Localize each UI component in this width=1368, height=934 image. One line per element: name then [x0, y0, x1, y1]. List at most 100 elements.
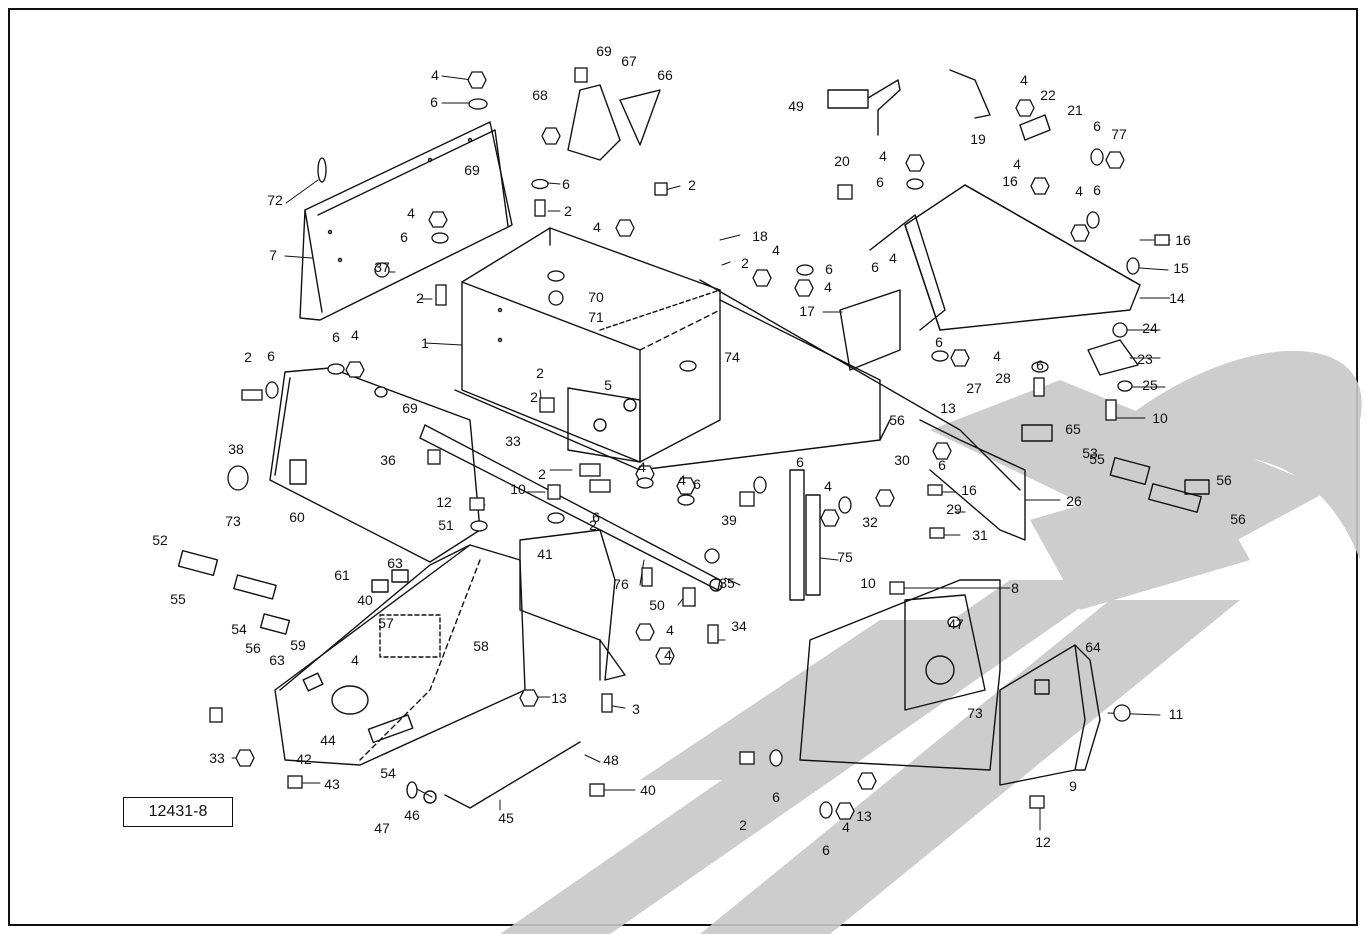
- nut-icon: [1105, 151, 1125, 169]
- part-callout-label: 3: [632, 701, 640, 717]
- part-callout-label: 68: [532, 87, 548, 103]
- part-callout-label: 59: [290, 637, 306, 653]
- part-callout-label: 61: [334, 567, 350, 583]
- washer-icon: [317, 157, 327, 183]
- part-callout-label: 16: [1175, 232, 1191, 248]
- bolt-icon: [579, 463, 601, 477]
- washer-icon: [1086, 211, 1100, 229]
- part-callout-label: 1: [421, 335, 429, 351]
- nut-icon: [1030, 177, 1050, 195]
- bolt-icon: [837, 184, 853, 200]
- part-callout-label: 33: [209, 750, 225, 766]
- part-callout-label: 13: [856, 808, 872, 824]
- part-callout-label: 6: [430, 94, 438, 110]
- part-callout-label: 2: [564, 203, 572, 219]
- part-callout-label: 35: [719, 575, 735, 591]
- washer-icon: [1090, 148, 1104, 166]
- part-callout-label: 4: [889, 250, 897, 266]
- part-callout-label: 10: [860, 575, 876, 591]
- washer-icon: [1031, 361, 1049, 373]
- part-1-main-frame: [454, 227, 1021, 491]
- bolt-icon: [589, 479, 611, 493]
- washer-icon: [468, 98, 488, 110]
- part-callout-label: 2: [741, 255, 749, 271]
- bolt-icon: [241, 389, 263, 401]
- part-callout-label: 52: [152, 532, 168, 548]
- part-callout-label: 30: [894, 452, 910, 468]
- part-callout-label: 19: [970, 131, 986, 147]
- part-callout-label: 25: [1142, 377, 1158, 393]
- part-callout-label: 8: [1011, 580, 1019, 596]
- part-5-cover-plate: [567, 387, 641, 463]
- part-callout-label: 6: [935, 334, 943, 350]
- part-callout-label: 40: [640, 782, 656, 798]
- part-callout-label: 12: [436, 494, 452, 510]
- bolt-icon: [427, 449, 441, 465]
- washer-icon: [838, 496, 852, 514]
- part-callout-label: 54: [231, 621, 247, 637]
- washer-icon: [265, 381, 279, 399]
- washer-icon: [906, 178, 924, 190]
- nut-icon: [541, 127, 561, 145]
- part-callout-label: 4: [1020, 72, 1028, 88]
- washer-icon: [470, 520, 488, 532]
- bolt-icon: [1029, 795, 1045, 809]
- part-callout-label: 28: [995, 370, 1011, 386]
- nut-icon: [615, 219, 635, 237]
- part-callout-label: 2: [536, 365, 544, 381]
- nut-icon: [820, 509, 840, 527]
- bolt-icon: [654, 182, 668, 196]
- part-callout-label: 21: [1067, 102, 1083, 118]
- brand-watermark: [500, 350, 1362, 934]
- part-callout-label: 6: [1036, 357, 1044, 373]
- part-callout-label: 45: [498, 810, 514, 826]
- part-callout-label: 6: [876, 174, 884, 190]
- part-34-rail: [419, 424, 723, 592]
- part-callout-label: 73: [225, 513, 241, 529]
- part-callout-label: 49: [788, 98, 804, 114]
- part-callout-label: 43: [324, 776, 340, 792]
- nut-icon: [704, 548, 720, 564]
- part-callout-label: 4: [842, 819, 850, 835]
- part-callout-label: 2: [416, 290, 424, 306]
- nut-icon: [905, 154, 925, 172]
- part-7-rear-panel: [299, 121, 513, 321]
- part-callout-label: 6: [267, 348, 275, 364]
- part-callout-label: 74: [724, 349, 740, 365]
- part-callout-label: 4: [407, 205, 415, 221]
- part-callout-label: 53: [1082, 445, 1098, 461]
- part-callout-label: 54: [380, 765, 396, 781]
- part-callout-label: 47: [948, 616, 964, 632]
- part-callout-label: 7: [269, 247, 277, 263]
- part-callout-label: 46: [404, 807, 420, 823]
- part-callout-label: 16: [961, 482, 977, 498]
- part-27-shield: [919, 419, 1026, 541]
- bolt-icon: [682, 587, 696, 607]
- part-callout-label: 65: [1065, 421, 1081, 437]
- nut-icon: [635, 623, 655, 641]
- diagram-id-box: 12431-8: [123, 797, 233, 827]
- washer-icon: [819, 801, 833, 819]
- bolt-icon: [739, 491, 755, 507]
- part-callout-label: 6: [400, 229, 408, 245]
- bolt-icon: [1105, 399, 1117, 421]
- part-callout-label: 39: [721, 512, 737, 528]
- part-callout-label: 40: [357, 592, 373, 608]
- part-callout-label: 10: [1152, 410, 1168, 426]
- nut-icon: [1015, 99, 1035, 117]
- part-callout-label: 47: [374, 820, 390, 836]
- part-callout-label: 17: [799, 303, 815, 319]
- nut-icon: [345, 361, 365, 378]
- decals: [177, 424, 1210, 635]
- part-20-hinge: [949, 69, 1051, 141]
- part-callout-label: 32: [862, 514, 878, 530]
- part-callout-label: 56: [245, 640, 261, 656]
- part-callout-label: 69: [402, 400, 418, 416]
- part-callout-label: 66: [657, 67, 673, 83]
- part-callout-label: 6: [825, 261, 833, 277]
- washer-icon: [227, 465, 249, 491]
- part-callout-label: 67: [621, 53, 637, 69]
- part-callout-label: 76: [613, 576, 629, 592]
